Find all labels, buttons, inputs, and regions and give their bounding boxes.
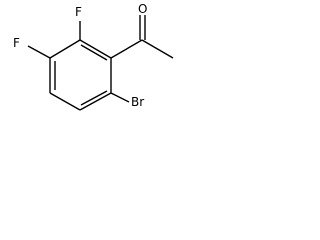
ring-bond-top-right xyxy=(49,39,81,59)
bromine-label: Br xyxy=(131,95,144,109)
ring-bond-top-left-inner xyxy=(80,44,108,61)
oxygen-label: O xyxy=(138,2,147,16)
ring-bond-top-left xyxy=(79,39,112,59)
fluorine-top-label: F xyxy=(75,5,82,19)
ring-bond-bottom-right xyxy=(79,92,112,111)
bond-to-fluorine-left xyxy=(27,45,51,59)
structure-diagram: F F O Br xyxy=(13,2,174,111)
bond-ring-to-carbonyl xyxy=(110,39,143,59)
fluorine-left-label: F xyxy=(13,36,20,50)
bond-to-bromine xyxy=(110,92,130,103)
ring-bond-bottom-left xyxy=(49,92,81,111)
bond-to-methyl xyxy=(141,39,174,59)
ring-bond-bottom-right-inner xyxy=(80,90,108,106)
